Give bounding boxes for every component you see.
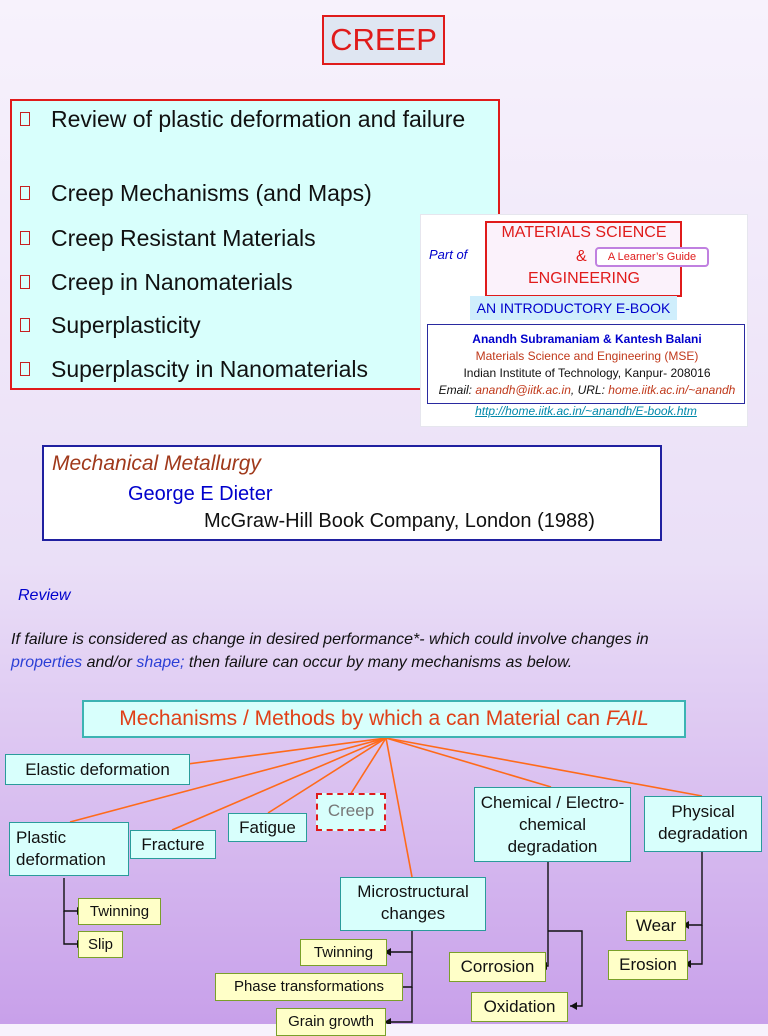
bullet-icon: [20, 318, 30, 332]
bullet-icon: [20, 231, 30, 245]
node-phase-transformations: Phase transformations: [215, 973, 403, 1001]
fail-word: FAIL: [605, 707, 649, 730]
homepage-link[interactable]: home.iitk.ac.in/~anandh: [608, 383, 736, 397]
learners-guide-badge: A Learner’s Guide: [595, 247, 709, 267]
reference-title: Mechanical Metallurgy: [52, 452, 261, 475]
reference-publisher: McGraw-Hill Book Company, London (1988): [204, 510, 595, 532]
author-box: Anandh Subramaniam & Kantesh Balani Mate…: [427, 324, 745, 404]
authors: Anandh Subramaniam & Kantesh Balani: [472, 332, 702, 346]
node-fracture: Fracture: [130, 830, 216, 859]
ebook-title-line2: ENGINEERING: [527, 270, 640, 287]
bullet-icon: [20, 186, 30, 200]
mechanisms-title: Mechanisms / Methods by which a can Mate…: [82, 700, 686, 738]
node-twinning-micro: Twinning: [300, 939, 387, 966]
email-label: Email:: [438, 383, 472, 397]
intro-paragraph: If failure is considered as change in de…: [11, 631, 649, 671]
node-wear: Wear: [626, 911, 686, 941]
topics-box: Review of plastic deformation and failur…: [10, 99, 500, 390]
review-heading: Review: [18, 587, 71, 604]
bullet-icon: [20, 275, 30, 289]
node-slip: Slip: [78, 931, 123, 958]
properties-word: properties: [11, 654, 83, 671]
ebook-subtitle: AN INTRODUCTORY E-BOOK: [470, 296, 677, 320]
department: Materials Science and Engineering (MSE): [475, 349, 699, 363]
node-creep: Creep: [316, 793, 386, 831]
node-grain-growth: Grain growth: [276, 1008, 386, 1036]
page-title: CREEP: [322, 15, 445, 65]
ebook-title-amp: &: [576, 248, 587, 265]
shape-word: shape;: [136, 654, 185, 671]
node-physical-degradation: Physical degradation: [644, 796, 762, 852]
reference-box: [42, 445, 662, 541]
institute: Indian Institute of Technology, Kanpur- …: [463, 366, 711, 380]
node-erosion: Erosion: [608, 950, 688, 980]
ebook-link[interactable]: http://home.iitk.ac.in/~anandh/E-book.ht…: [475, 404, 697, 418]
node-twinning-plastic: Twinning: [78, 898, 161, 925]
node-chemical-degradation: Chemical / Electro-chemical degradation: [474, 787, 631, 862]
node-elastic-deformation: Elastic deformation: [5, 754, 190, 785]
reference-author: George E Dieter: [128, 483, 273, 505]
bullet-icon: [20, 112, 30, 126]
contact-line: Email: anandh@iitk.ac.in, URL: home.iitk…: [438, 383, 736, 397]
bullet-icon: [20, 362, 30, 376]
url-label: URL:: [577, 383, 605, 397]
node-fatigue: Fatigue: [228, 813, 307, 842]
node-oxidation: Oxidation: [471, 992, 568, 1022]
email-link[interactable]: anandh@iitk.ac.in: [475, 383, 571, 397]
node-corrosion: Corrosion: [449, 952, 546, 982]
part-of-label: Part of: [429, 247, 468, 262]
ebook-title-line1: MATERIALS SCIENCE: [501, 224, 667, 241]
node-microstructural-changes: Microstructural changes: [340, 877, 486, 931]
node-plastic-deformation: Plastic deformation: [9, 822, 129, 876]
